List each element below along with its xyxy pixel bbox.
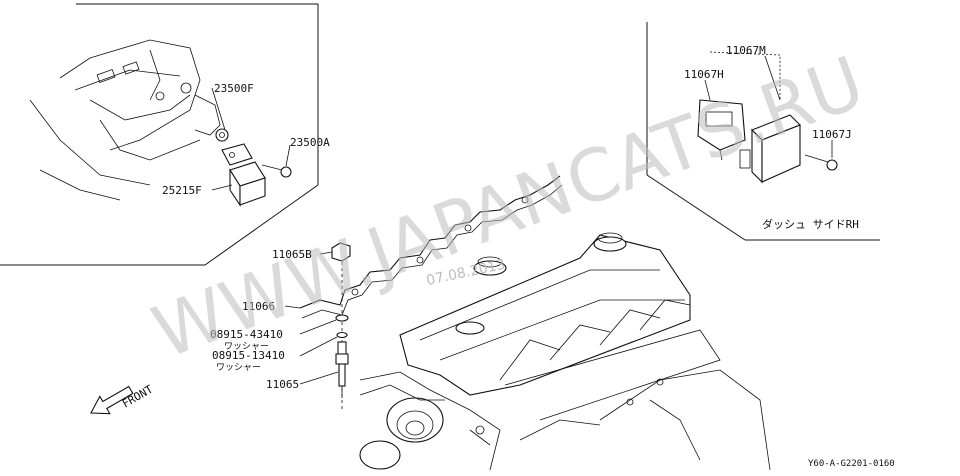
callout-11066: 11066 bbox=[242, 300, 275, 313]
module-11067M bbox=[739, 114, 801, 184]
callout-08915-13410: 08915-13410 bbox=[212, 349, 285, 362]
callout-08915-43410: 08915-43410 bbox=[210, 328, 283, 341]
callout-dash-side-rh: ダッシュ サイドRH bbox=[762, 217, 859, 231]
glow-plug-11065 bbox=[335, 341, 349, 398]
valve-cover-ribs bbox=[499, 299, 721, 421]
inset-left bbox=[0, 3, 319, 266]
callout-washer-1: ワッシャー bbox=[224, 342, 269, 352]
filler-cap-2 bbox=[593, 232, 627, 252]
screw-23500A bbox=[261, 164, 292, 178]
callout-11067J: 11067J bbox=[812, 128, 852, 141]
callout-11065: 11065 bbox=[266, 378, 299, 391]
diagram-id: Y60-A-G2201-0160 bbox=[808, 459, 895, 469]
inset-left-border-diag bbox=[204, 184, 319, 266]
callout-23500F: 23500F bbox=[214, 82, 254, 95]
nut-11065B bbox=[331, 242, 351, 262]
callout-11067M: 11067M bbox=[726, 44, 766, 57]
bracket-11067H bbox=[697, 99, 746, 161]
screw-11067J bbox=[804, 154, 838, 171]
filler-cap-1 bbox=[473, 256, 507, 276]
callout-washer-2: ワッシャー bbox=[216, 363, 261, 373]
washer-08915-43410 bbox=[335, 314, 349, 322]
pulley-lower bbox=[359, 440, 401, 470]
front-arrow bbox=[90, 385, 134, 415]
relay-bracket bbox=[221, 143, 253, 166]
engine bbox=[359, 232, 771, 471]
body-panel bbox=[29, 39, 221, 201]
washer-08915-13410 bbox=[336, 331, 348, 339]
filler-cap-3 bbox=[455, 321, 485, 335]
inset-right-border-diag bbox=[646, 174, 746, 241]
glow-plug-plate bbox=[299, 175, 563, 319]
callout-25215F: 25215F bbox=[162, 184, 202, 197]
relay-25215F bbox=[229, 161, 266, 207]
front-label: FRONT bbox=[120, 383, 156, 411]
callout-23500A: 23500A bbox=[290, 136, 330, 149]
bolt-23500F bbox=[215, 128, 229, 142]
callout-11067H: 11067H bbox=[684, 68, 724, 81]
inset-right bbox=[646, 22, 880, 241]
callout-11065B: 11065B bbox=[272, 248, 312, 261]
pulley bbox=[386, 397, 444, 443]
